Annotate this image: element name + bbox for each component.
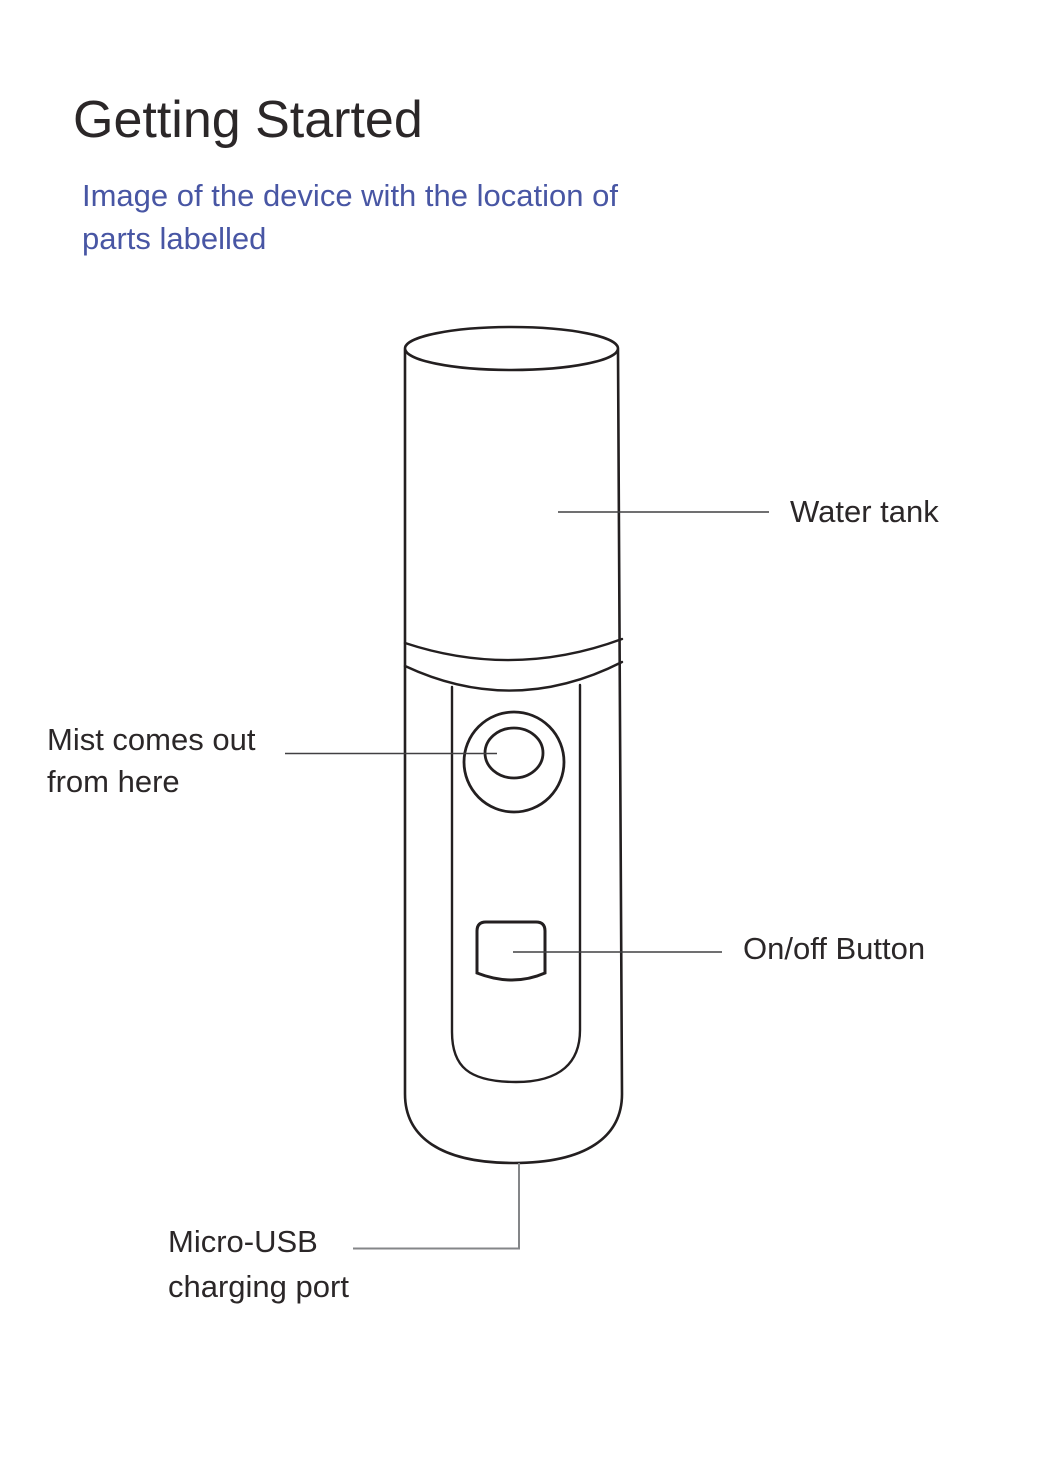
label-mist-outlet: Mist comes out from here	[47, 722, 256, 799]
collar-seam	[403, 660, 624, 692]
label-water-tank: Water tank	[790, 494, 939, 529]
label-onoff-button: On/off Button	[743, 931, 926, 966]
page-title: Getting Started	[73, 91, 423, 149]
power-button	[475, 920, 547, 982]
label-microusb-port: Micro-USB charging port	[168, 1224, 349, 1304]
front-panel	[450, 683, 582, 1084]
device-body-outline	[403, 348, 624, 1165]
tank-bottom-seam	[403, 637, 624, 662]
tank-top-rim-icon	[403, 325, 620, 372]
leader-line-microusb	[353, 1163, 520, 1250]
page-subtitle: Image of the device with the location of…	[82, 178, 618, 256]
mist-nozzle-outer-ring	[462, 710, 566, 814]
